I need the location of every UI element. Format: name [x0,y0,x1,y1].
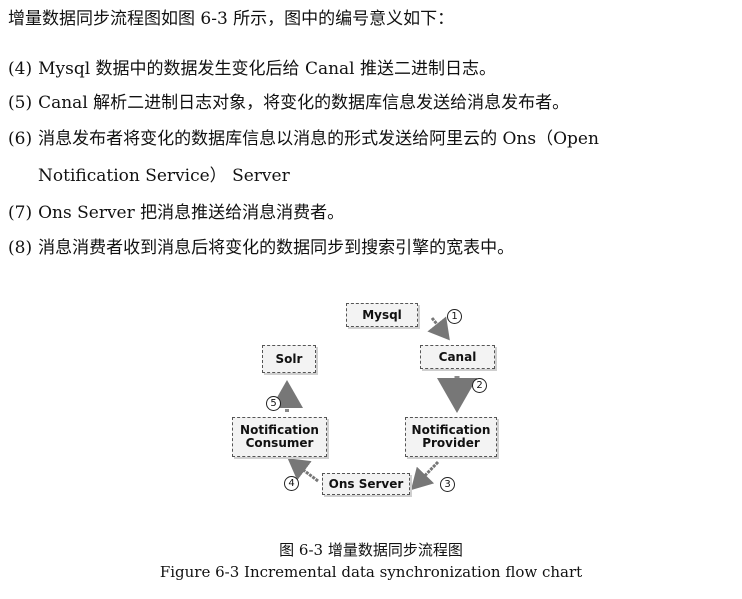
step-badge-4: 4 [284,476,299,491]
figure-caption-zh: 图 6-3 增量数据同步流程图 [279,541,463,559]
step-text: 消息消费者收到消息后将变化的数据同步到搜索引擎的宽表中。 [38,238,515,258]
node-notification-consumer: Notification Consumer [232,417,327,457]
node-canal: Canal [420,345,495,369]
step-text: Mysql 数据中的数据发生变化后给 Canal 推送二进制日志。 [38,59,497,79]
step-badge-5: 5 [266,396,281,411]
node-solr: Solr [262,345,316,373]
node-solr-label: Solr [275,351,303,366]
step-number: (6) [8,129,33,149]
step-item: (7)Ons Server 把消息推送给消息消费者。 [8,202,344,224]
step-number: (4) [8,59,33,79]
step-number: (7) [8,203,33,223]
intro-paragraph: 增量数据同步流程图如图 6-3 所示，图中的编号意义如下： [8,9,455,29]
step-item: (8)消息消费者收到消息后将变化的数据同步到搜索引擎的宽表中。 [8,237,514,259]
node-provider-line1: Notification [411,423,491,437]
step-badge-2: 2 [472,378,487,393]
step-continuation: Notification Service） Server [38,166,290,186]
node-ons-label: Ons Server [328,476,404,491]
figure-caption-en: Figure 6-3 Incremental data synchronizat… [159,563,583,581]
step-item: (6)消息发布者将变化的数据库信息以消息的形式发送给阿里云的 Ons（Open [8,128,599,150]
arrow-mysql-to-canal [427,316,450,341]
step-text: Ons Server 把消息推送给消息消费者。 [38,203,345,223]
node-mysql-label: Mysql [362,307,402,322]
step-text: Canal 解析二进制日志对象，将变化的数据库信息发送给消息发布者。 [38,93,570,113]
arrow-provider-to-ons [410,460,440,491]
node-mysql: Mysql [346,303,418,327]
step-badge-1: 1 [447,309,462,324]
step-item: (5)Canal 解析二进制日志对象，将变化的数据库信息发送给消息发布者。 [8,92,569,114]
node-ons-server: Ons Server [322,473,410,495]
node-canal-label: Canal [438,349,477,364]
node-provider-line2: Provider [422,436,480,450]
step-text: 消息发布者将变化的数据库信息以消息的形式发送给阿里云的 Ons（Open [38,129,599,149]
node-consumer-line2: Consumer [245,436,314,450]
step-number: (5) [8,93,33,113]
step-badge-3: 3 [440,477,455,492]
node-notification-provider: Notification Provider [405,417,497,457]
node-consumer-line1: Notification [240,423,319,437]
step-item: (4)Mysql 数据中的数据发生变化后给 Canal 推送二进制日志。 [8,58,496,80]
step-number: (8) [8,238,33,258]
